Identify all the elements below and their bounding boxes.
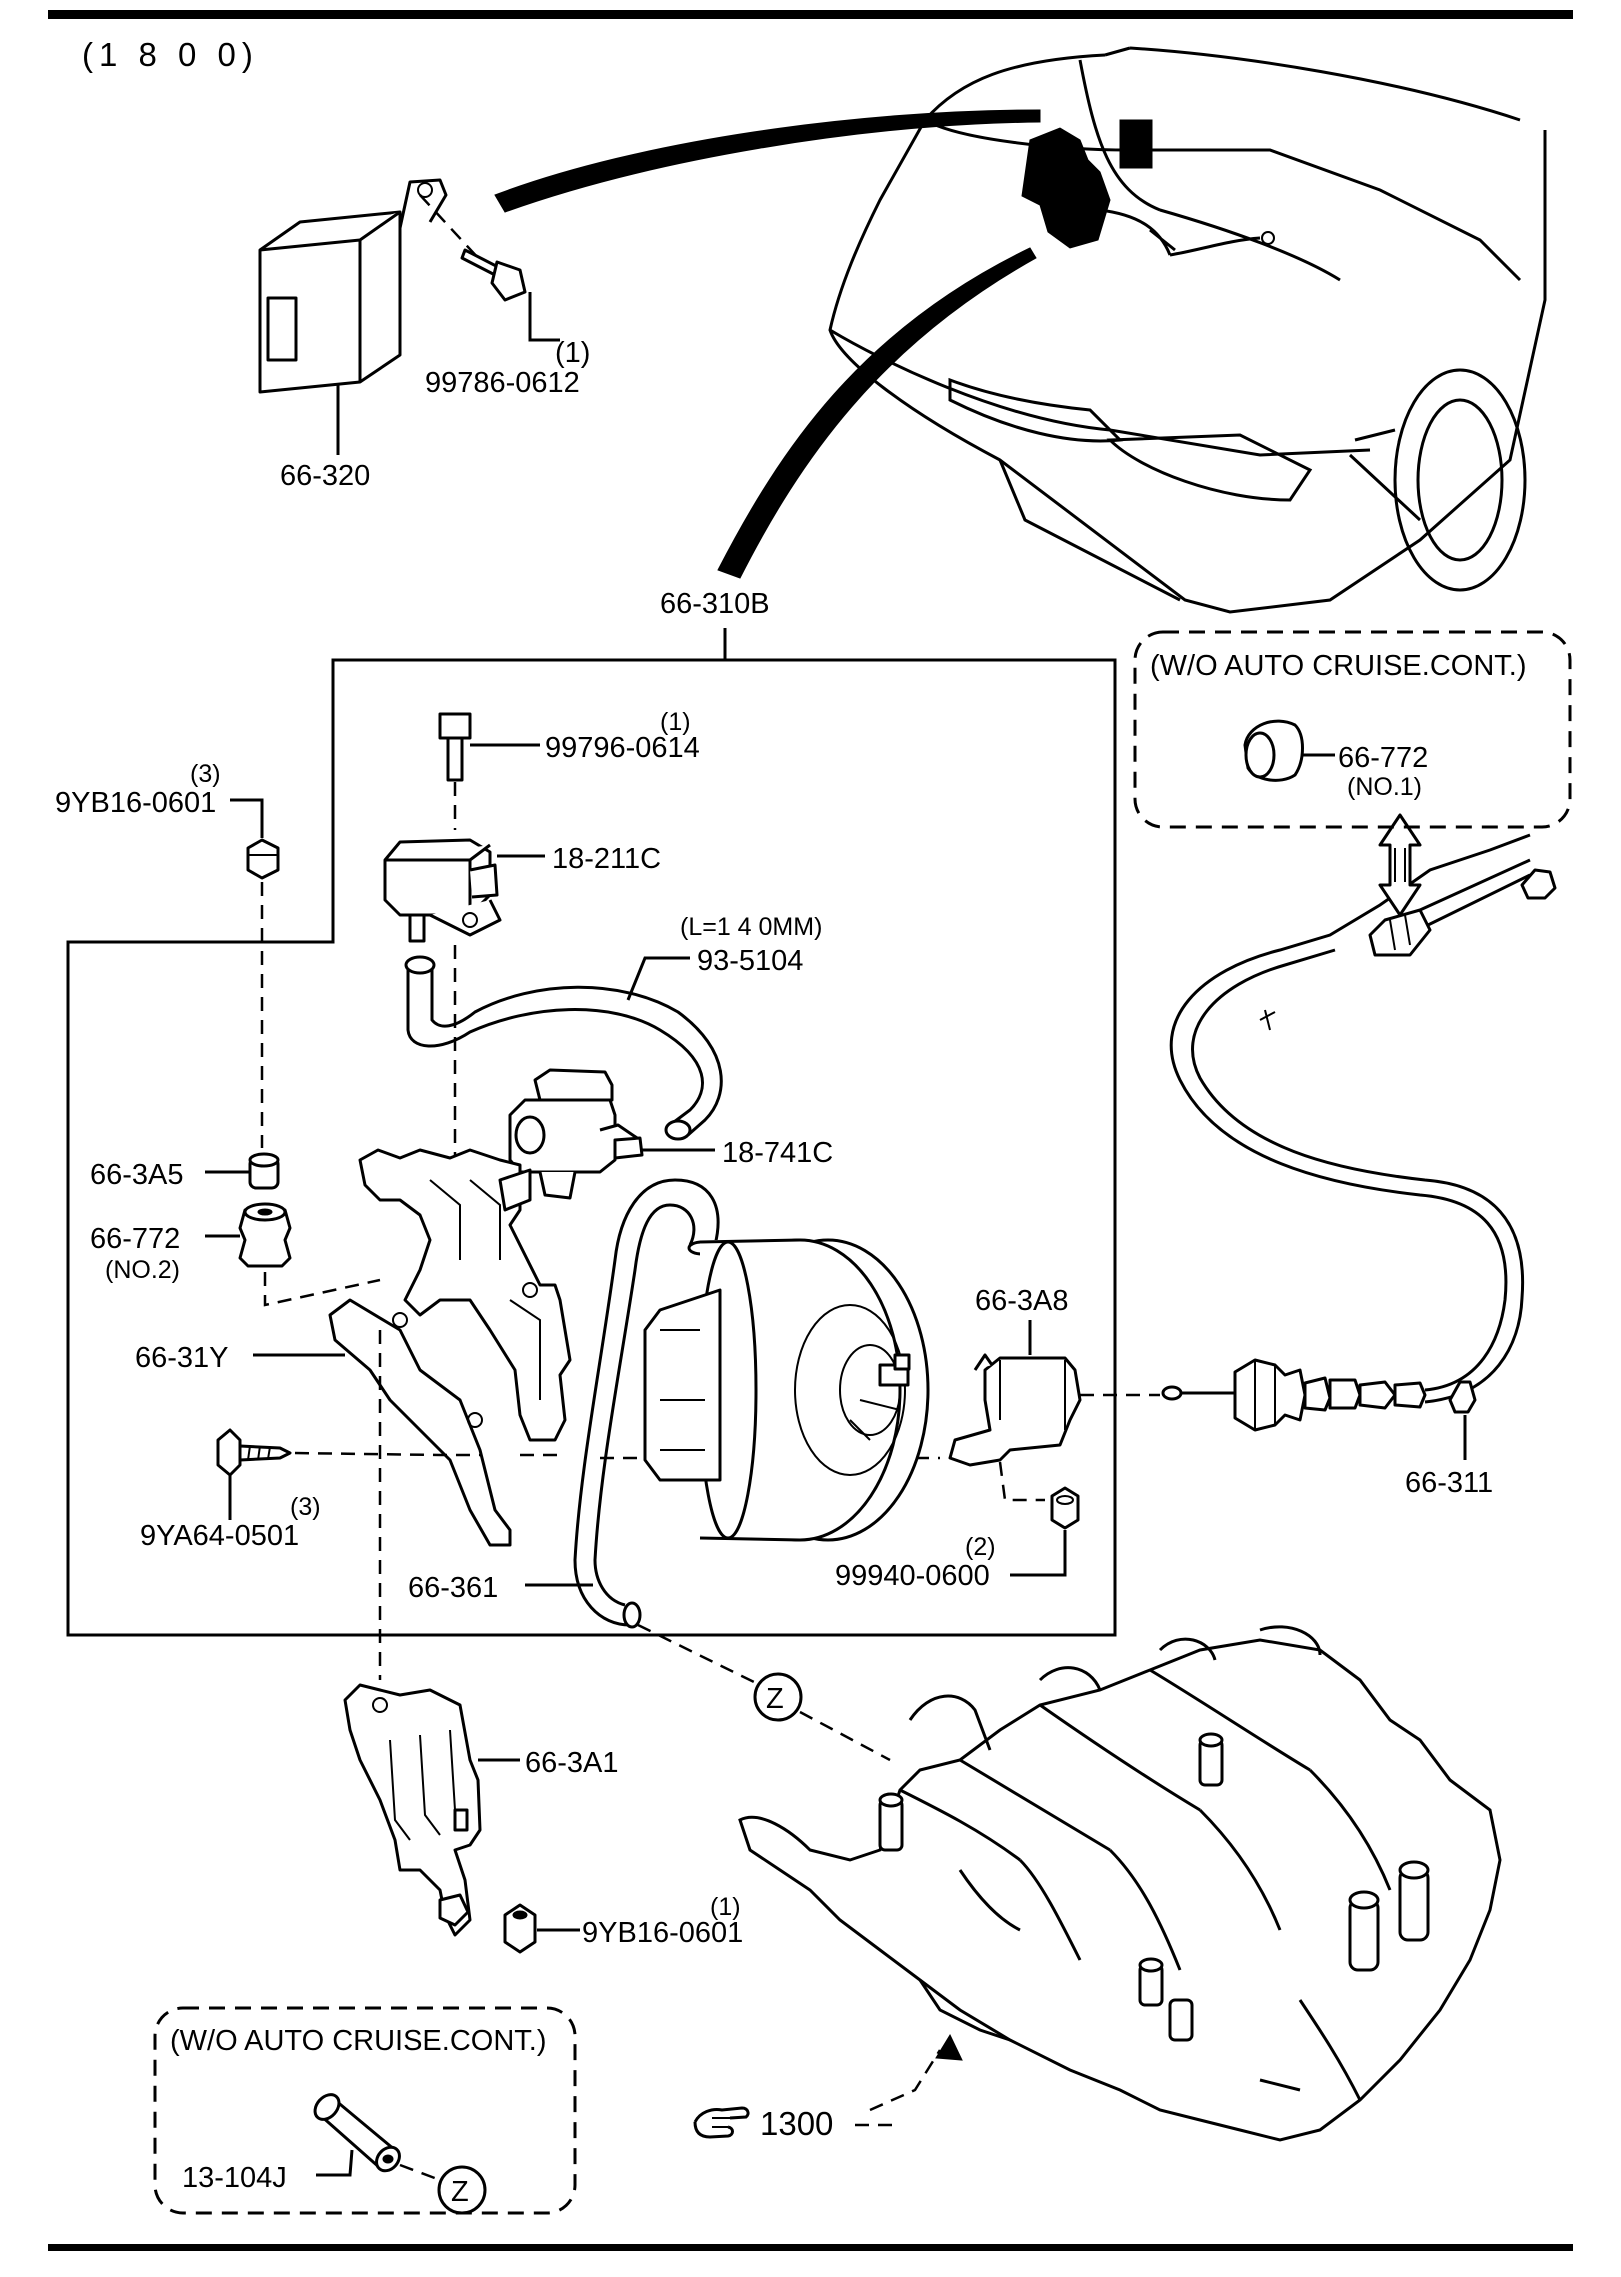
lower-option-box [153, 2006, 577, 2215]
label-solenoid: 18-741C [722, 1137, 833, 1169]
grommet-no1-part [1243, 719, 1304, 782]
control-unit-bolt-part [460, 248, 527, 302]
label-nut-right: 99940-0600 [835, 1560, 990, 1592]
label-actuator-bolt: 99796-0614 [545, 732, 700, 764]
vehicle-overview-illustration [494, 46, 1547, 614]
actuator-bracket-part [328, 1148, 572, 1547]
cable-bracket-part [948, 1353, 1082, 1467]
label-control-unit-bolt: 99786-0612 [425, 367, 580, 399]
double-arrow-icon [1378, 813, 1422, 917]
label-collar: 66-3A5 [90, 1159, 184, 1191]
lower-option-note: (W/O AUTO CRUISE.CONT.) [170, 2025, 546, 2057]
label-hose: 93-5104 [697, 945, 803, 977]
nut-lower-part [503, 1903, 537, 1954]
actuator-bolt-part [438, 712, 472, 782]
label-cable: 66-311 [1405, 1467, 1493, 1499]
lower-bracket-part [343, 1683, 482, 1937]
label-grommet-no1: 66-772 [1338, 742, 1428, 774]
label-nut-lower: 9YB16-0601 [582, 1917, 743, 1949]
sensor-part [383, 838, 502, 943]
cap-part [313, 2093, 401, 2173]
nut-top-part [246, 838, 280, 880]
label-control-unit: 66-320 [280, 460, 370, 492]
svg-text:Z: Z [451, 2176, 469, 2208]
label-nut-top: 9YB16-0601 [55, 787, 216, 819]
intake-manifold-illustration [738, 1625, 1502, 2142]
svg-text:Z: Z [766, 1683, 784, 1715]
hose-part [404, 955, 723, 1141]
actuator-body-part [643, 1238, 930, 1542]
top-rule [48, 10, 1573, 19]
label-grommet-no2: 66-772 [90, 1223, 180, 1255]
label-actuator-assy: 66-310B [660, 588, 770, 620]
solenoid-part [508, 1068, 644, 1200]
actuator-assy-outline [66, 658, 1117, 1637]
upper-option-note: (W/O AUTO CRUISE.CONT.) [1150, 650, 1526, 682]
grommet-no2-part [238, 1202, 292, 1268]
label-hose-length: (L=1 4 0MM) [680, 913, 822, 941]
screw-part [216, 1428, 292, 1477]
label-nut-lower-qty: (1) [710, 1893, 741, 1921]
manifold-reference: 1300 [693, 2105, 833, 2142]
page-code: (1 8 0 0) [82, 36, 259, 73]
label-grommet-no1-sub: (NO.1) [1347, 773, 1422, 801]
label-screw-qty: (3) [290, 1493, 321, 1521]
label-nut-right-qty: (2) [965, 1533, 996, 1561]
label-manifold-ref: 1300 [760, 2105, 833, 2142]
nut-right-part [1050, 1486, 1080, 1530]
collar-part [248, 1152, 280, 1190]
label-actuator-bolt-qty: (1) [660, 708, 691, 736]
label-vacuum-hose: 66-361 [408, 1572, 498, 1604]
control-unit-part [258, 178, 448, 394]
label-control-unit-bolt-qty: (1) [555, 337, 590, 369]
bottom-rule [48, 2244, 1573, 2251]
cable-part [1161, 833, 1557, 1432]
label-grommet-no2-sub: (NO.2) [105, 1256, 180, 1284]
label-sensor: 18-211C [552, 843, 661, 875]
pointing-hand-icon [693, 2106, 750, 2139]
label-bracket: 66-31Y [135, 1342, 229, 1374]
label-cap: 13-104J [182, 2162, 287, 2194]
label-screw: 9YA64-0501 [140, 1520, 299, 1552]
ref-z-upper-circle: Z [753, 1672, 803, 1722]
label-nut-top-qty: (3) [190, 760, 221, 788]
ref-z-lower-circle: Z [437, 2165, 487, 2215]
upper-option-box [1133, 630, 1572, 829]
label-bracket-lower: 66-3A1 [525, 1747, 619, 1779]
label-cable-bracket: 66-3A8 [975, 1285, 1069, 1317]
